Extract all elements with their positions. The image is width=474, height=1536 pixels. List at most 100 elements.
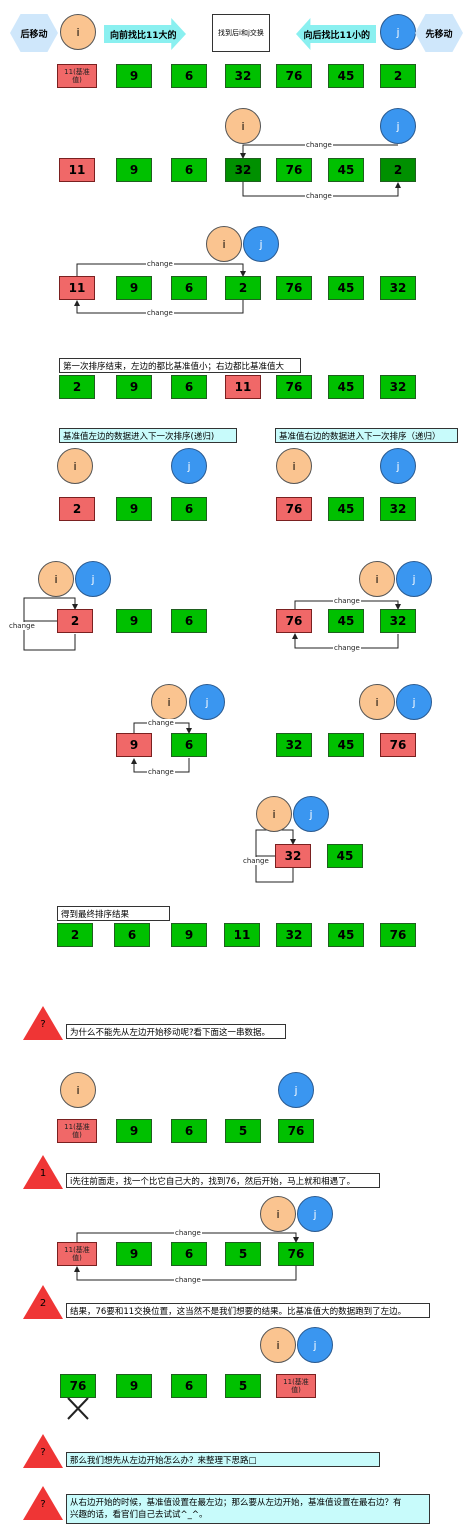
change-label: change [174,1276,202,1284]
value-box: 45 [328,158,364,182]
value-box: 45 [327,844,363,868]
pointer-label: j [259,237,263,251]
value: 32 [234,69,252,83]
value-box: 45 [328,733,364,757]
note-text: 第一次排序结束，左边的都比基准值小；右边都比基准值大 [63,361,285,372]
triangle-label: ? [40,1499,46,1510]
value-box: 11 [224,923,260,947]
i-pointer: i [256,796,292,832]
value-box: 45 [328,276,364,300]
value: 32 [389,614,407,628]
value-box: 2 [57,923,93,947]
note-text: 那么我们想先从左边开始怎么办？来整理下思路□ [70,1455,257,1466]
value: 11 [234,380,252,394]
note-text: 兴趣的话，看官们自己去试试^_^。 [70,1510,208,1520]
i-pointer: i [60,1072,96,1108]
pointer-label: i [76,1083,80,1097]
change-label: change [333,644,361,652]
value: 6 [127,928,137,942]
value-box: 6 [171,158,207,182]
value: 11 [68,281,86,295]
i-pointer: i [57,448,93,484]
j-pointer: j [75,561,111,597]
value-box: 9 [116,497,152,521]
j-pointer: j [278,1072,314,1108]
pointer-label: j [187,459,191,473]
value: 9 [129,502,139,516]
value-box: 32 [380,497,416,521]
pointer-label: i [272,807,276,821]
value-box: 6 [114,923,150,947]
change-label: change [174,1229,202,1237]
pivot-box: 11(基准 值) [276,1374,316,1398]
value: 2 [238,281,248,295]
value: 9 [129,163,139,177]
value: 9 [129,1247,139,1261]
value: 76 [287,1124,305,1138]
j-pointer: j [189,684,225,720]
value-box: 2 [380,64,416,88]
j-pointer: j [243,226,279,262]
value-box: 6 [171,64,207,88]
change-line [240,144,398,159]
value: 11(基准 值) [64,1123,90,1139]
step-two-triangle: 2 [23,1285,63,1319]
pointer-label: i [375,572,379,586]
change-label: change [305,141,333,149]
i-pointer: i [206,226,242,262]
hex-label: 先移动 [425,29,453,40]
value-box: 9 [116,1242,152,1266]
value: 9 [129,1124,139,1138]
value-box: 45 [328,609,364,633]
change-label: change [8,622,36,630]
pointer-label: i [375,695,379,709]
pointer-label: i [167,695,171,709]
note-step-two: 结果，76要和11交换位置，这当然不是我们想要的结果。比基准值大的数据跑到了左边… [66,1303,430,1318]
value: 9 [129,281,139,295]
value-box: 76 [276,497,312,521]
value: 76 [285,281,303,295]
value: 76 [389,738,407,752]
value-box: 76 [276,158,312,182]
value: 32 [284,849,302,863]
value: 6 [184,281,194,295]
value: 11(基准 值) [283,1378,309,1394]
value-box: 32 [380,276,416,300]
question-triangle: ? [23,1006,63,1040]
value-box: 11 [225,375,261,399]
value-box: 2 [225,276,261,300]
value-box: 76 [380,733,416,757]
value-box: 6 [171,733,207,757]
change-label: change [242,857,270,865]
change-label: change [146,260,174,268]
note-text: 为什么不能先从左边开始移动呢?看下面这一串数据。 [70,1027,271,1038]
value-box: 9 [116,64,152,88]
step-one-triangle: 1 [23,1155,63,1189]
value-box: 32 [276,923,312,947]
value-box: 9 [116,733,152,757]
pivot-box: 11(基准 值) [57,1119,97,1143]
value-box: 76 [276,609,312,633]
value: 6 [184,163,194,177]
value-box: 32 [225,158,261,182]
value-box: 32 [275,844,311,868]
question-triangle: ? [23,1486,63,1520]
value-box: 76 [276,375,312,399]
value: 76 [285,69,303,83]
change-label: change [146,309,174,317]
value-box: 45 [328,64,364,88]
value-box: 9 [171,923,207,947]
j-pointer: j [380,108,416,144]
value: 2 [393,163,403,177]
value: 9 [129,69,139,83]
value: 9 [129,738,139,752]
value: 6 [184,738,194,752]
value: 2 [393,69,403,83]
value-box: 6 [171,1242,207,1266]
i-pointer: i [276,448,312,484]
value-box: 2 [59,497,95,521]
value-box: 9 [116,1119,152,1143]
value: 9 [129,1379,139,1393]
value: 45 [337,69,355,83]
value: 32 [389,281,407,295]
